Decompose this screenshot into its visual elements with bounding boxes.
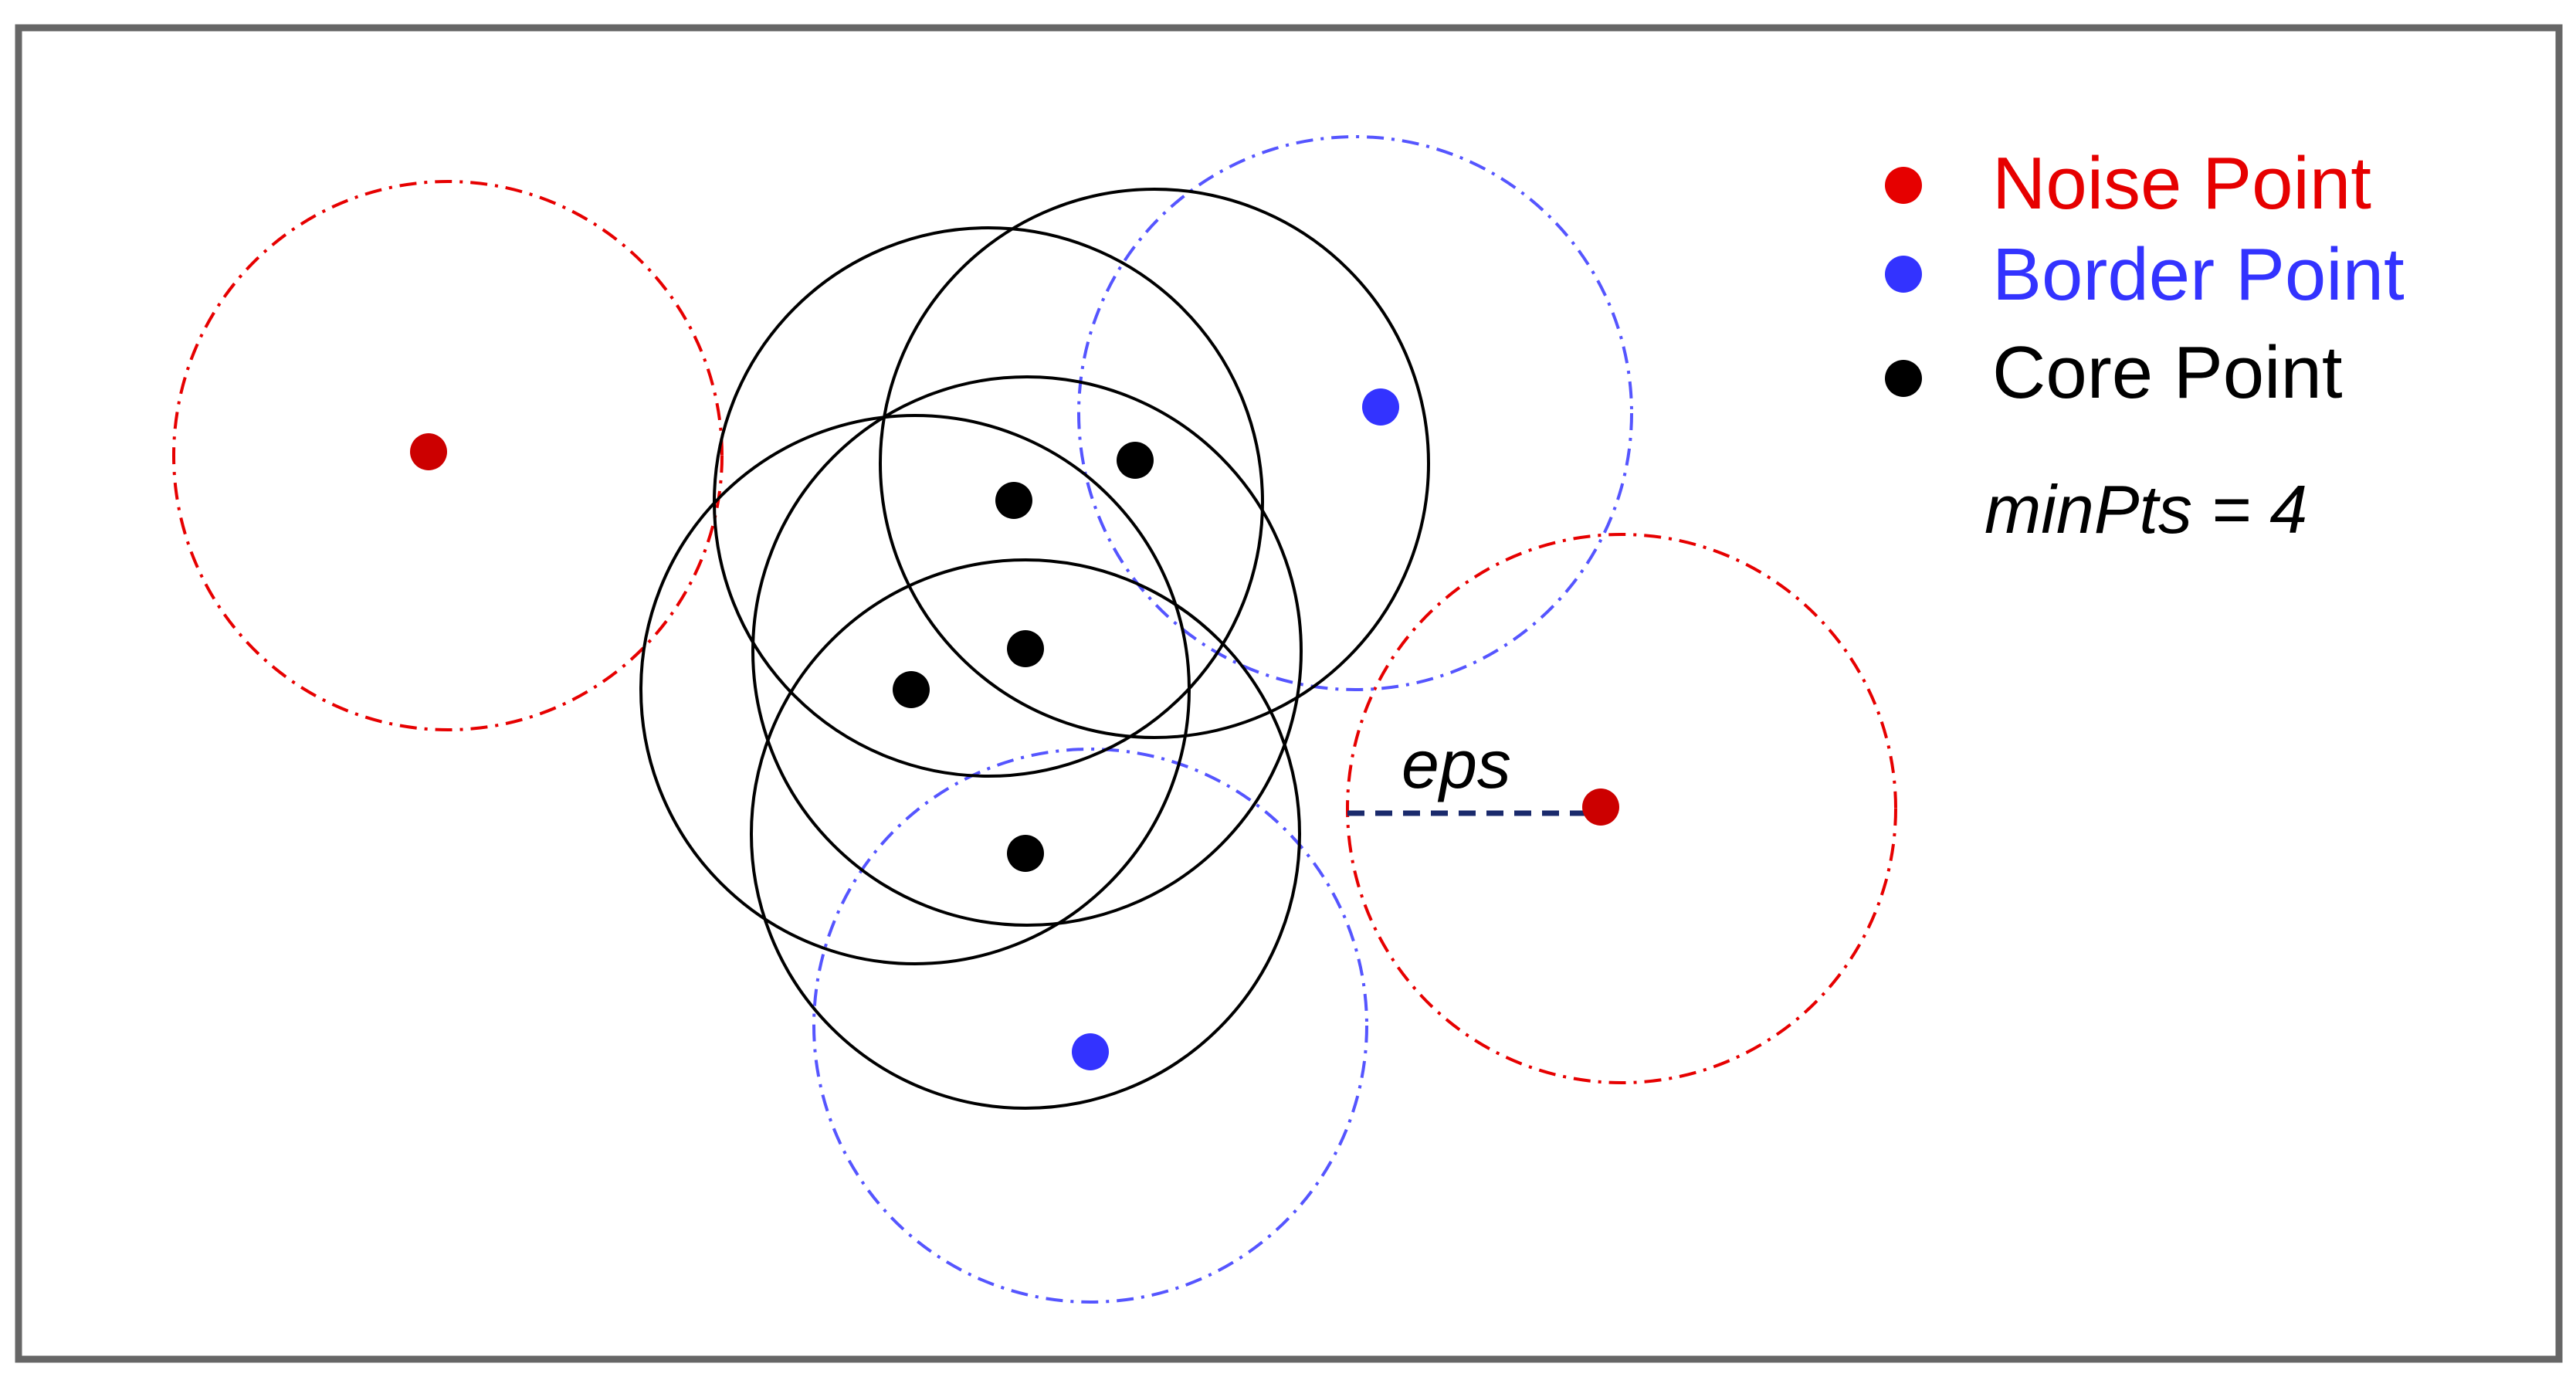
core-point [1007, 630, 1044, 667]
legend-noise-marker [1885, 167, 1922, 204]
core-neighborhoods [639, 188, 1430, 1110]
legend-border-label: Border Point [1992, 233, 2405, 316]
diagram-frame [15, 24, 2563, 1363]
eps-label: eps [1402, 726, 1511, 802]
min-pts-label: minPts = 4 [1985, 471, 2307, 548]
core-point [893, 671, 930, 708]
core-neighborhood-3 [639, 414, 1191, 965]
noise-neighborhood-right [1346, 533, 1897, 1084]
core-point [995, 482, 1032, 519]
core-neighborhood-5 [750, 558, 1301, 1110]
noise-neighborhood-left [172, 180, 724, 731]
border-neighborhood-top [1077, 135, 1633, 691]
border-neighborhood-bottom [812, 748, 1368, 1304]
border-neighborhoods [812, 135, 1633, 1304]
core-points [893, 442, 1154, 872]
border-point [1072, 1033, 1109, 1070]
core-neighborhood-2 [879, 188, 1430, 739]
core-point [1117, 442, 1154, 479]
border-point [1362, 388, 1399, 426]
legend-core-label: Core Point [1992, 331, 2343, 414]
legend-core-marker [1885, 360, 1922, 397]
core-neighborhood-4 [751, 375, 1303, 927]
core-point [1007, 835, 1044, 872]
noise-point [410, 433, 447, 470]
legend-noise-label: Noise Point [1992, 142, 2371, 225]
noise-points [410, 433, 1619, 826]
noise-point [1582, 788, 1619, 826]
noise-neighborhoods [172, 180, 1897, 1084]
legend: Noise Point Border Point Core Point minP… [1885, 142, 2405, 548]
legend-border-marker [1885, 256, 1922, 293]
border-points [1072, 388, 1399, 1070]
